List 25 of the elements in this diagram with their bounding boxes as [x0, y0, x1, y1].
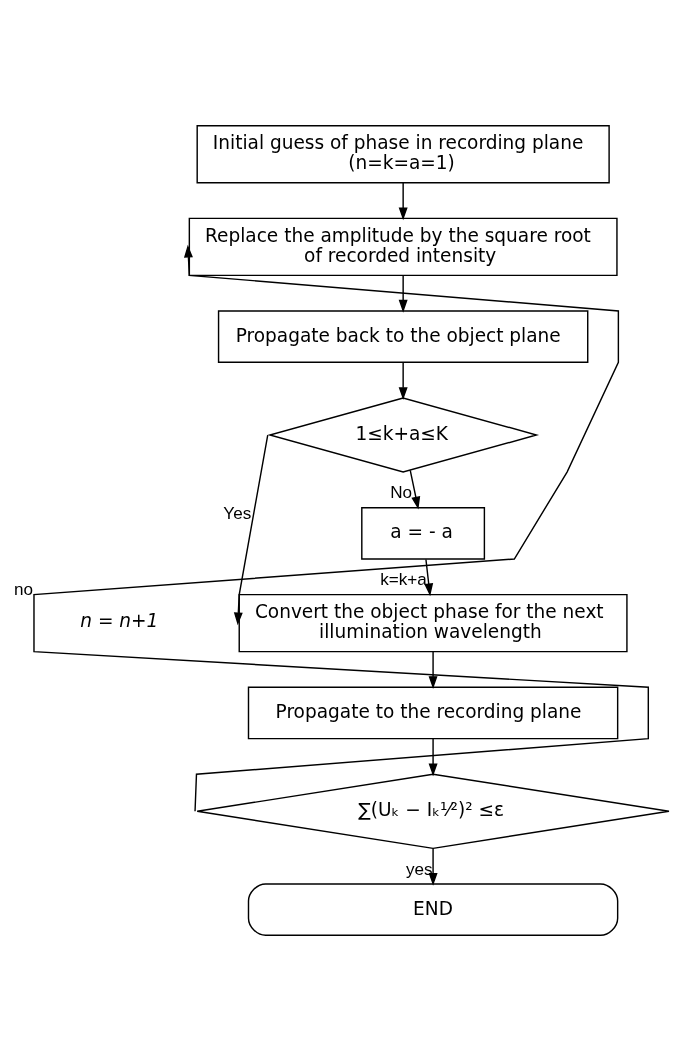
- arrow: [428, 737, 438, 776]
- arrow: [398, 274, 408, 313]
- arrow: [398, 361, 408, 400]
- edge-label: Yes: [223, 503, 252, 523]
- node-box: END: [247, 882, 619, 936]
- arrow: [428, 650, 438, 689]
- edge-label: k=k+a: [380, 569, 427, 589]
- arrow: [398, 181, 408, 220]
- edge-label: no: [14, 579, 34, 599]
- node-box: Propagate to the recording plane: [247, 686, 619, 739]
- arrow: [428, 847, 438, 886]
- arrow: [33, 244, 650, 812]
- arrow: [409, 469, 421, 509]
- node-box: Propagate back to the object plane: [217, 309, 589, 363]
- node-diamond: ∑(Uₖ − Iₖ¹⁄²)² ≤ε: [196, 773, 670, 849]
- arrow: [233, 433, 269, 625]
- node-box: a = - a: [361, 506, 486, 560]
- arrow: [424, 558, 434, 596]
- edge-label: yes: [406, 859, 433, 879]
- label: n = n+1: [80, 609, 159, 631]
- node-diamond: 1≤k+a≤K: [267, 396, 540, 473]
- edge-label: No: [390, 482, 413, 502]
- node-box: Convert the object phase for the next illumination wavelength: [238, 593, 628, 652]
- node-box: Initial guess of phase in recording plane (n=k=a=1): [196, 124, 610, 183]
- node-box: Replace the amplitude by the square root of recorded intensity: [188, 217, 618, 276]
